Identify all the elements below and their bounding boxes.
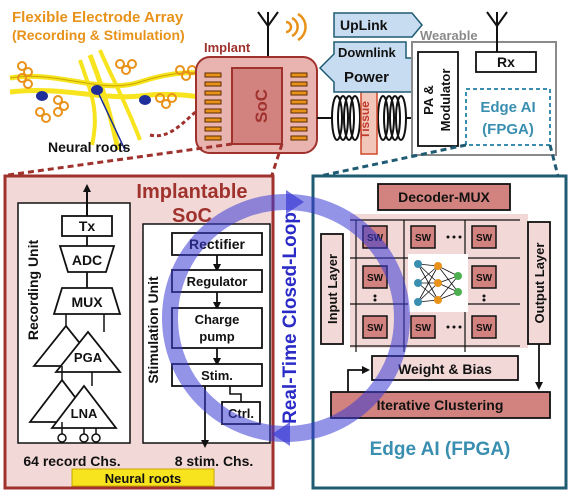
fpga-zoom-line-right <box>548 144 560 177</box>
uplink-arrow: UpLink <box>333 12 423 38</box>
uplink-label: UpLink <box>340 17 388 33</box>
stimulation-unit-label: Stimulation Unit <box>145 276 161 384</box>
output-layer-label: Output Layer <box>532 243 547 324</box>
pga-amplifiers <box>32 324 122 373</box>
edge-ai-block-top <box>465 88 551 146</box>
rx-label: Rx <box>497 54 515 70</box>
wearable-coil-icon <box>377 95 407 141</box>
stim-label: Stim. <box>201 368 233 383</box>
charge-pump-label-line2: pump <box>199 329 234 344</box>
electrode-array-illustration <box>9 49 212 151</box>
svg-text:SW: SW <box>476 273 493 284</box>
weight-bias-label: Weight & Bias <box>398 361 492 377</box>
svg-text:SW: SW <box>476 323 493 334</box>
recording-wires <box>61 314 105 434</box>
soc-chip-label: SoC <box>252 89 271 123</box>
edge-ai-label-line1: Edge AI <box>480 99 535 116</box>
closed-loop-arrowhead-bottom <box>272 422 290 446</box>
svg-text:SW: SW <box>415 323 432 334</box>
soc-zoom-line-left <box>7 142 233 177</box>
fpga-zoom-line-left <box>319 143 467 178</box>
neural-roots-label-top: Neural roots <box>48 139 131 155</box>
soc-panel-title-line2: SoC <box>172 205 212 227</box>
wearable-antenna-icon <box>486 11 508 52</box>
tissue-label: Tissue <box>358 101 372 139</box>
record-channels-label: 64 record Chs. <box>23 453 120 469</box>
mux-label: MUX <box>71 294 103 310</box>
iterative-clustering-label: Iterative Clustering <box>377 397 504 413</box>
implant-coil-icon <box>331 95 361 141</box>
ctrl-to-stim <box>229 386 242 402</box>
power-label: Power <box>344 69 389 86</box>
closed-loop-label: Real-Time Closed-Loop <box>280 212 301 424</box>
electrode-title: Flexible Electrode Array <box>12 9 184 26</box>
implant-antenna-icon <box>257 11 279 58</box>
svg-text:SW: SW <box>476 233 493 244</box>
mux-block <box>52 287 122 315</box>
neural-roots-bar <box>71 468 215 487</box>
recording-unit-label: Recording Unit <box>25 240 41 341</box>
neural-network-icon <box>408 254 468 312</box>
implant-pads-right <box>290 72 308 141</box>
downlink-label: Downlink <box>338 45 397 60</box>
closed-loop-arrowhead-top <box>286 190 304 214</box>
edge-ai-label-line2: (FPGA) <box>482 121 534 138</box>
soc-zoom-line-right <box>270 143 284 176</box>
input-layer-block <box>320 233 344 345</box>
neural-roots-bar-label: Neural roots <box>105 471 182 486</box>
electrode-subtitle: (Recording & Stimulation) <box>12 27 185 43</box>
pa-label-line2: Modulator <box>438 69 453 132</box>
soc-chip <box>231 67 283 145</box>
tx-label: Tx <box>79 218 96 234</box>
implant-pads-left <box>204 72 222 141</box>
electrode-lead <box>149 108 199 138</box>
adc-block <box>58 245 116 273</box>
downlink-power-arrow: Downlink Power <box>318 41 419 93</box>
regulator-label: Regulator <box>187 274 248 289</box>
svg-text:SW: SW <box>367 323 384 334</box>
decoder-mux-block <box>377 183 511 211</box>
adc-label: ADC <box>72 252 102 268</box>
wearable-label: Wearable <box>420 28 478 43</box>
pa-modulator-block <box>417 51 459 147</box>
lna-label: LNA <box>71 406 98 421</box>
stim-channels-label: 8 stim. Chs. <box>175 453 254 469</box>
rx-block <box>475 51 537 73</box>
input-layer-label: Input Layer <box>325 254 340 324</box>
soc-panel-title-line1: Implantable <box>136 181 247 203</box>
pa-label-line1: PA & <box>421 85 436 115</box>
pga-label: PGA <box>74 350 103 365</box>
implant-label: Implant <box>204 40 251 55</box>
charge-pump-label-line1: Charge <box>195 312 240 327</box>
wireless-signal-icon <box>285 12 307 42</box>
charge-pump-block <box>171 307 263 349</box>
fpga-panel-title: Edge AI (FPGA) <box>370 439 511 460</box>
decoder-mux-label: Decoder-MUX <box>398 189 490 205</box>
svg-text:SW: SW <box>415 233 432 244</box>
recording-input-pins <box>57 433 101 443</box>
svg-text:SW: SW <box>367 273 384 284</box>
